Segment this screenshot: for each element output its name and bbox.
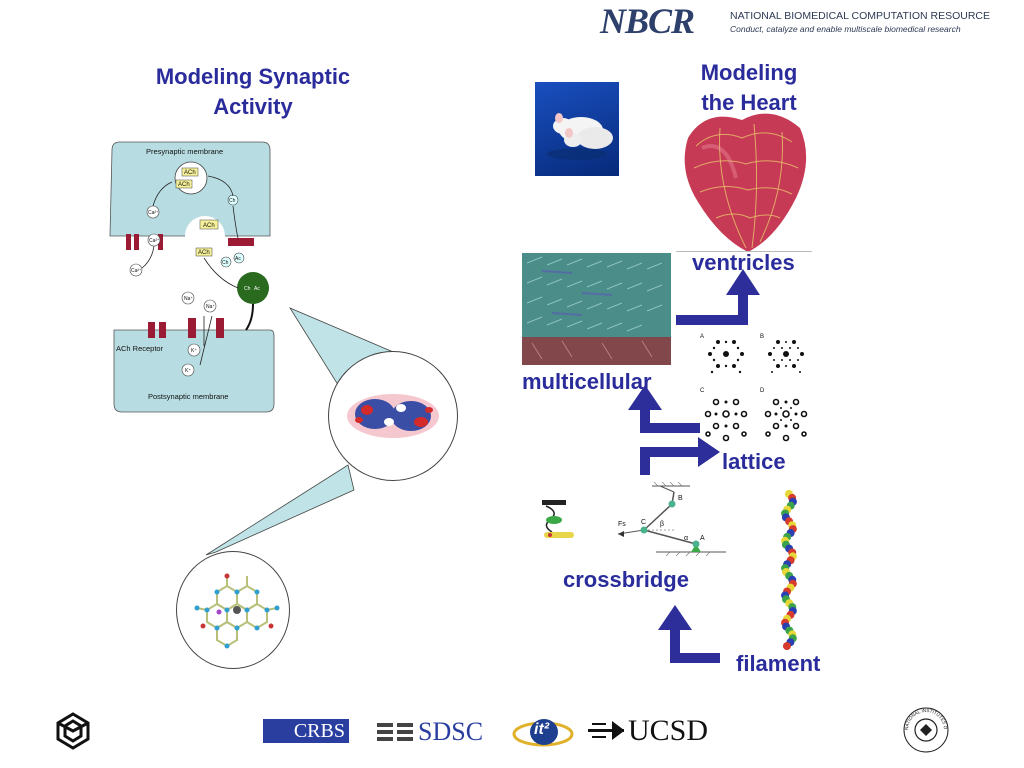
mice-photo [535,82,619,176]
lattice-panel-d: D [760,388,765,394]
k-label-1: K⁺ [191,348,197,354]
presynaptic-label: Presynaptic membrane [146,147,223,156]
ach-label-1: ACh [184,170,196,176]
flow-arrows [628,269,760,663]
org-name: NATIONAL BIOMEDICAL COMPUTATION RESOURCE [730,10,990,22]
receptor-label: ACh Receptor [116,344,164,353]
multicellular-tissue-image [522,253,671,365]
arrow-to-lattice [640,437,720,475]
ac-label-1: Ac [235,256,241,262]
crossbridge-label: crossbridge [563,567,689,592]
na-label-1: Na⁺ [184,296,193,302]
crossbridge-diagram: B C A Fs β α [542,482,726,557]
arrow-to-crossbridge [658,605,720,663]
ach-label-4: ACh [198,250,210,256]
heart-title: Modeling the Heart [700,60,798,115]
filament-image [781,490,797,650]
crbs-logo: CRBS [263,719,349,743]
nih-seal: NATIONAL INSTITUTES OF HEALTH [900,702,950,754]
sdsc-logo-text: SDSC [418,717,484,746]
postsynaptic-label: Postsynaptic membrane [148,392,228,401]
ca-label-2: Ca²⁺ [149,238,160,244]
synapse-diagram: Presynaptic membrane ACh Receptor Postsy… [109,141,275,413]
ucsd-trident-icon [588,721,624,740]
lattice-diagram: A B C D [700,334,808,442]
ch-label-3: Ch [244,286,251,292]
left-footer-logo [56,712,90,750]
multicellular-label: multicellular [522,369,652,394]
nbcr-logo: NBCR [600,2,724,40]
ventricles-underline [676,251,812,252]
ca-label-1: Ca²⁺ [148,210,159,216]
crossbridge-a: A [700,535,705,542]
crossbridge-fs: Fs [618,521,626,528]
crossbridge-c: C [641,519,646,526]
org-tagline: Conduct, catalyze and enable multiscale … [730,24,961,34]
it2-logo: it² [512,715,574,749]
lattice-panel-a: A [700,334,704,340]
sdsc-mark-icon [377,723,413,741]
protein-zoom-circle [328,351,458,481]
sdsc-logo: SDSC [375,718,497,746]
k-label-2: K⁺ [185,368,191,374]
ach-label-3: ACh [203,223,215,229]
filament-bead [782,642,791,650]
crossbridge-beta: β [660,521,664,528]
crossbridge-alpha: α [684,535,688,542]
ch-label-2: Ch [222,260,229,266]
myosin-head-image [542,500,574,538]
lattice-panel-c: C [700,388,705,394]
lattice-label: lattice [722,449,786,474]
crbs-logo-text: CRBS [293,719,345,742]
ach-label-2: ACh [178,182,190,188]
it2-logo-text: it² [534,721,550,738]
ligand-zoom-circle [176,551,290,669]
ucsd-logo: UCSD [588,716,730,746]
nbcr-logo-text: NBCR [600,1,695,41]
synaptic-title: Modeling Synaptic Activity [155,64,351,119]
protein-surface-image [347,394,439,438]
crossbridge-b: B [678,495,683,502]
arrow-to-multicellular [628,385,700,433]
heart-mesh-image [684,113,807,252]
ligand-structure-image [194,573,280,649]
ch-label-1: Ch [229,198,236,204]
arrow-to-ventricles [676,269,760,325]
ucsd-logo-text: UCSD [628,714,709,747]
ac-label-2: Ac [254,286,260,292]
ca-label-3: Ca²⁺ [131,268,142,274]
filament-label: filament [736,651,821,676]
lattice-panel-b: B [760,334,764,340]
na-label-2: Na⁺ [206,304,215,310]
